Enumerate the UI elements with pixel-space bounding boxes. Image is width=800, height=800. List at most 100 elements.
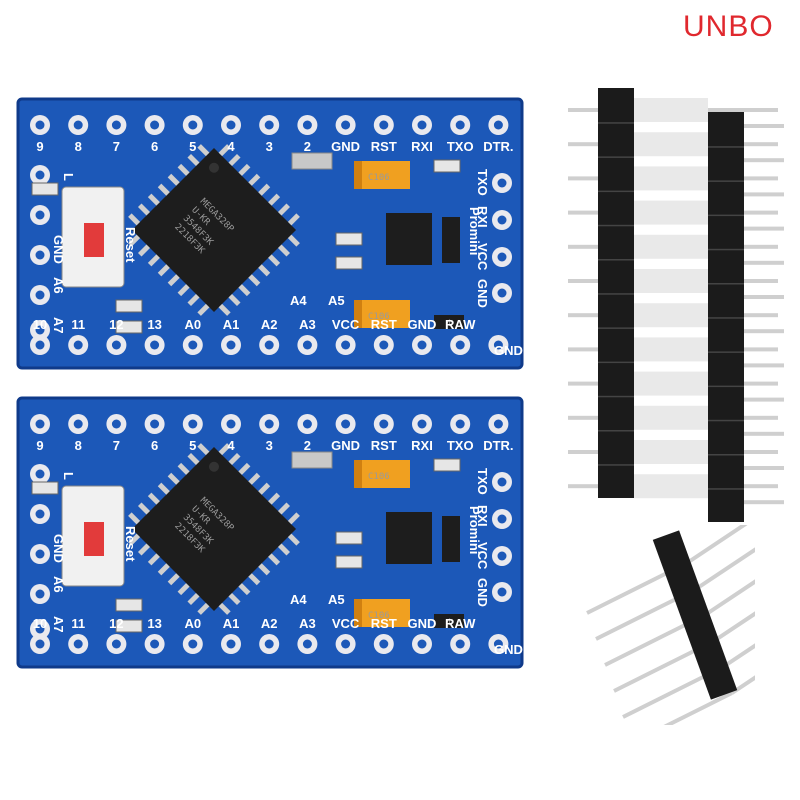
tantalum-cap-2 xyxy=(354,300,410,328)
pin-label-bottom: GND xyxy=(494,343,523,358)
pin-label-bottom: 12 xyxy=(109,317,123,332)
pin-label-top: 8 xyxy=(75,139,82,154)
pin-label-top: 4 xyxy=(227,139,235,154)
cap-label-2: C106 xyxy=(368,312,390,322)
label-a4: A4 xyxy=(290,592,307,607)
tant-mark: 4 xyxy=(446,618,451,628)
side-pad-row xyxy=(30,464,512,639)
reset-button-cap xyxy=(84,223,104,257)
bottom-pad-row xyxy=(30,634,509,654)
smd-resistor-2 xyxy=(115,619,143,633)
mcu-pins xyxy=(128,144,300,316)
tant-mark: 4 xyxy=(446,319,451,329)
crystal xyxy=(291,451,333,469)
right-angle-pin-header xyxy=(575,521,794,745)
pin-label-top: DTR. xyxy=(483,438,513,453)
top-pad-row xyxy=(30,414,509,434)
pin-label-bottom: A2 xyxy=(261,616,278,631)
label-reset: Reset xyxy=(123,526,138,562)
cap-label-2: C106 xyxy=(368,611,390,621)
pin-label-bottom: GND xyxy=(408,317,437,332)
pin-label-bottom: A3 xyxy=(299,616,316,631)
pin-label-top: GND xyxy=(331,438,360,453)
smd-led-pwr xyxy=(335,531,363,545)
pin-label-right: VCC xyxy=(475,243,490,271)
pin-label-right: TXO xyxy=(475,468,490,495)
label-promini: Promini xyxy=(467,207,482,255)
smd-resistor-4 xyxy=(433,159,461,173)
pin-label-left: A6 xyxy=(51,576,66,593)
pin-label-bottom: VCC xyxy=(332,616,360,631)
pin-label-bottom: GND xyxy=(408,616,437,631)
pin-label-bottom: 10 xyxy=(33,616,47,631)
pin-label-bottom: RAW xyxy=(445,616,476,631)
pin-label-bottom: 11 xyxy=(71,616,85,631)
pin-label-right: RXI xyxy=(475,505,490,527)
pin-label-bottom: RST xyxy=(371,317,397,332)
header-strip-2-pins xyxy=(744,124,784,505)
pin-label-bottom: 13 xyxy=(147,317,161,332)
pin-label-left: GND xyxy=(51,534,66,563)
label-reset: Reset xyxy=(123,227,138,263)
pin-label-top: 7 xyxy=(113,139,120,154)
diode xyxy=(442,516,460,562)
pin-label-top: 3 xyxy=(266,139,273,154)
pin-label-left: A6 xyxy=(51,277,66,294)
pin-label-right: GND xyxy=(475,578,490,607)
pin-label-top: RXI xyxy=(411,438,433,453)
header-strip-1 xyxy=(598,88,634,498)
pin-label-bottom: 12 xyxy=(109,616,123,631)
pin-label-bottom: GND xyxy=(494,642,523,657)
pin-label-top: RST xyxy=(371,438,397,453)
pin-label-bottom: VCC xyxy=(332,317,360,332)
smd-component xyxy=(434,315,464,329)
header-strip-2 xyxy=(708,112,744,522)
bottom-pad-row xyxy=(30,335,509,355)
crystal xyxy=(291,152,333,170)
voltage-regulator xyxy=(386,213,432,265)
smd-resistor-4 xyxy=(433,458,461,472)
pin-label-bottom: A0 xyxy=(184,616,201,631)
tantalum-cap-1 xyxy=(354,460,410,488)
pin-label-left: L xyxy=(61,472,76,480)
pin-label-top: 5 xyxy=(189,139,196,154)
pin-label-bottom: 11 xyxy=(71,317,85,332)
pin-label-bottom: A2 xyxy=(261,317,278,332)
label-a4: A4 xyxy=(290,293,307,308)
pin-label-top: 6 xyxy=(151,438,158,453)
pin-label-bottom: A3 xyxy=(299,317,316,332)
pin-label-left: GND xyxy=(51,235,66,264)
pin-label-top: TXO xyxy=(447,139,474,154)
cap-label-1: C106 xyxy=(368,472,390,482)
diode xyxy=(442,217,460,263)
pin-label-top: 2 xyxy=(304,139,311,154)
reset-button-cap xyxy=(84,522,104,556)
pin-label-top: DTR. xyxy=(483,139,513,154)
pin-label-right: RXI xyxy=(475,206,490,228)
brand-logo-text: UNBO xyxy=(683,10,774,43)
pin-label-left: A7 xyxy=(51,616,66,633)
smd-led-l xyxy=(31,481,59,495)
bottom-label-row: 10 11 12 13 A0 A1 A2 A3 VCC RST GND RAW GND xyxy=(33,616,523,657)
tantalum-cap-1 xyxy=(354,161,410,189)
pin-label-bottom: A1 xyxy=(223,616,240,631)
pin-label-top: 7 xyxy=(113,438,120,453)
pcb-graphic: MEGA328P U-KR 3548F3K 2218F3K C106 C106 … xyxy=(16,97,524,370)
smd-component xyxy=(434,614,464,628)
pin-label-top: 9 xyxy=(36,438,43,453)
pin-label-bottom: 13 xyxy=(147,616,161,631)
angled-header-body xyxy=(652,530,738,700)
label-a5: A5 xyxy=(328,592,345,607)
mcu-pins xyxy=(128,443,300,615)
pin-label-top: RST xyxy=(371,139,397,154)
pin-label-right: TXO xyxy=(475,169,490,196)
pin-label-bottom: RST xyxy=(371,616,397,631)
pin-label-bottom: A1 xyxy=(223,317,240,332)
angled-header-graphic xyxy=(586,521,794,745)
pin-label-top: 8 xyxy=(75,438,82,453)
pin-label-top: 5 xyxy=(189,438,196,453)
